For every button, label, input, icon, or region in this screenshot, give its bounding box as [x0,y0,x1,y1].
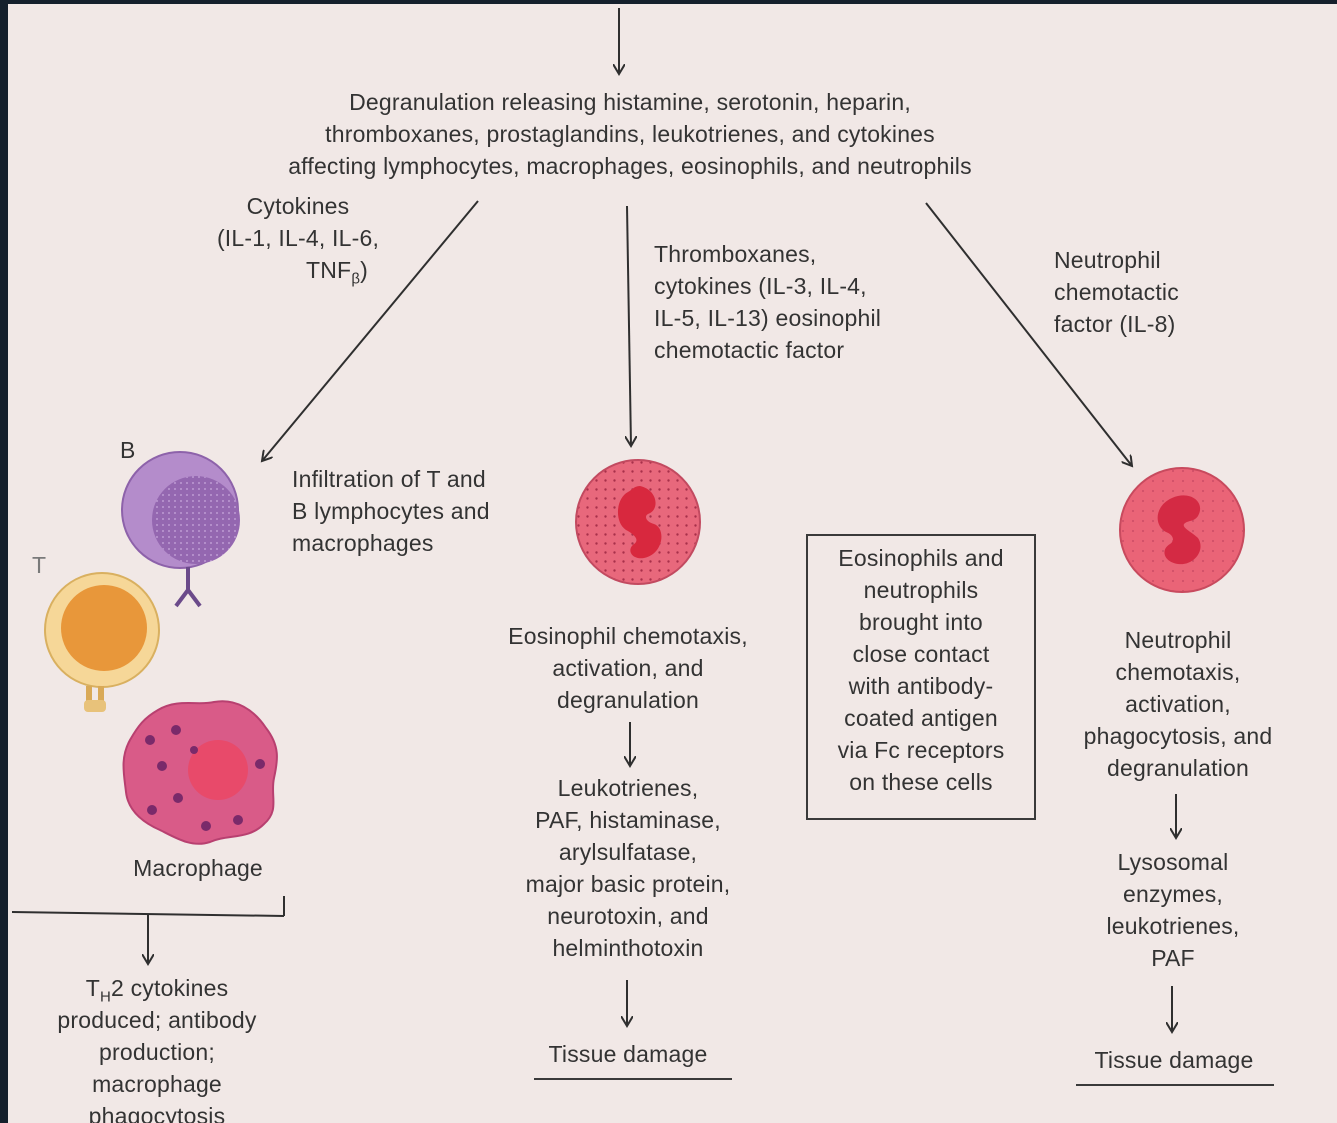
neutrophil-factor-text: Neutrophil chemotactic factor (IL-8) [1054,244,1274,340]
tnf-text: TNF [306,257,351,283]
th2-outcome-text: produced; antibody production; macrophag… [22,1004,292,1123]
tnf-subscript: β [351,271,360,288]
th2-rest: 2 cytokines [111,975,228,1001]
contact-box-text: Eosinophils and neutrophils brought into… [812,542,1030,798]
diagram-page: Degranulation releasing histamine, serot… [8,4,1337,1123]
tissue-damage-right: Tissue damage [1064,1044,1284,1076]
neutrophil-chemotaxis-text: Neutrophil chemotaxis, activation, phago… [1048,624,1308,784]
macrophage-label: Macrophage [98,852,298,884]
thromboxanes-text: Thromboxanes, cytokines (IL-3, IL-4, IL-… [654,238,954,366]
tissue-damage-middle: Tissue damage [518,1038,738,1070]
eosinophil-chemotaxis-text: Eosinophil chemotaxis, activation, and d… [478,620,778,716]
macrophage-icon [118,698,288,848]
tnf-label: TNFβ) [306,254,426,296]
neutrophil-products-text: Lysosomal enzymes, leukotrienes, PAF [1068,846,1278,974]
degranulation-text: Degranulation releasing histamine, serot… [180,86,1080,182]
eosinophil-icon [574,458,704,588]
contact-box: Eosinophils and neutrophils brought into… [806,534,1036,820]
cytokines-label: Cytokines (IL-1, IL-4, IL-6, [188,190,408,254]
infiltration-text: Infiltration of T and B lymphocytes and … [292,463,572,559]
t-lymphocyte-icon [42,568,172,718]
th2-prefix: T [86,975,100,1001]
tissue-damage-right-underline [1076,1084,1274,1086]
eosinophil-products-text: Leukotrienes, PAF, histaminase, arylsulf… [488,772,768,964]
tnf-close: ) [360,257,368,283]
middle-arrow [627,206,631,446]
tissue-damage-middle-underline [534,1078,732,1080]
neutrophil-icon [1118,466,1248,596]
